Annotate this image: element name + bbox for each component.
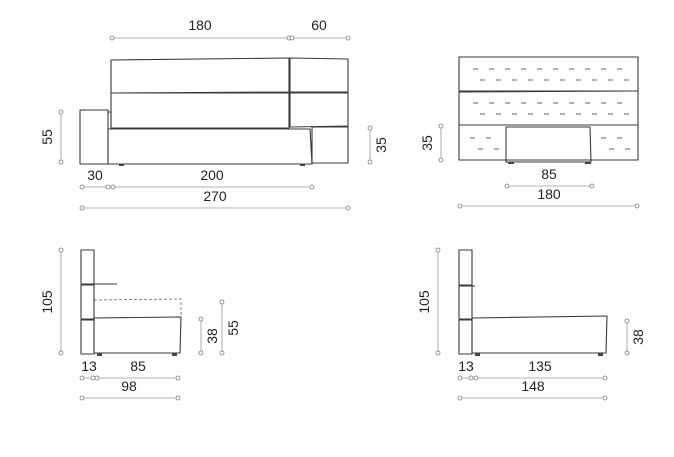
right-overall-depth-label: 148 <box>521 378 545 394</box>
side-view-left-outline <box>80 249 182 356</box>
left-base-depth-label: 85 <box>130 358 146 374</box>
front-side-table-height-label: 55 <box>39 129 55 145</box>
front-side-panel-width-label: 60 <box>311 17 327 33</box>
left-base-height-label: 38 <box>204 328 220 344</box>
top-view: 35 85 180 <box>419 56 640 209</box>
top-overall-width-label: 180 <box>537 186 561 202</box>
side-view-left: 105 38 55 13 85 98 <box>39 247 241 401</box>
front-view-outline <box>79 57 349 166</box>
front-view: 180 60 55 35 30 200 270 <box>39 17 389 211</box>
right-base-height-label: 38 <box>630 329 646 345</box>
right-headboard-depth-label: 13 <box>458 358 474 374</box>
front-overall-width-label: 270 <box>203 188 227 204</box>
side-view-right-outline <box>458 249 608 356</box>
front-side-panel-height-label: 35 <box>373 137 389 153</box>
top-view-outline <box>458 56 639 164</box>
left-headboard-height-label: 105 <box>39 290 55 314</box>
top-panel-width-label: 85 <box>541 166 557 182</box>
tufting-pattern <box>470 68 630 150</box>
front-bed-length-label: 200 <box>200 167 224 183</box>
right-headboard-height-label: 105 <box>416 290 432 314</box>
front-side-table-width-label: 30 <box>87 167 103 183</box>
right-base-depth-label: 135 <box>528 358 552 374</box>
front-headboard-width-label: 180 <box>188 17 212 33</box>
top-panel-height-label: 35 <box>419 135 435 151</box>
left-headboard-depth-label: 13 <box>81 358 97 374</box>
left-mattress-height-label: 55 <box>225 320 241 336</box>
left-overall-depth-label: 98 <box>121 378 137 394</box>
side-view-right: 105 38 13 135 148 <box>416 247 646 401</box>
